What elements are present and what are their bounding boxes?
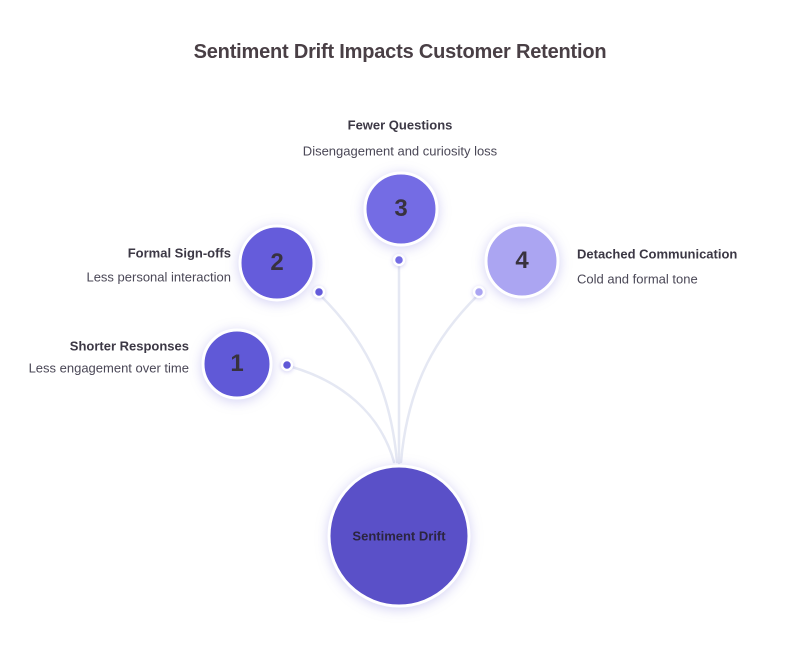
node-description-3: Disengagement and curiosity loss [302, 143, 498, 159]
connector-line-2 [319, 294, 399, 464]
node-number-4: 4 [515, 247, 529, 274]
node-description-2: Less personal interaction [86, 269, 231, 285]
node-label-2: Formal Sign-offs [127, 245, 231, 261]
connector-dot-1 [280, 358, 294, 372]
node-circle-2 [238, 224, 316, 302]
node-label-4: Detached Communication [577, 246, 738, 262]
node-number-1: 1 [230, 350, 244, 377]
node-description-1: Less engagement over time [28, 360, 189, 376]
node-description-4: Cold and formal tone [577, 271, 698, 287]
node-circle-4 [484, 223, 560, 299]
connector-dot-4 [472, 285, 486, 299]
node-label-1: Shorter Responses [69, 338, 189, 354]
node-circle-3 [363, 171, 439, 247]
connector-lines [290, 264, 479, 465]
connector-line-1 [290, 365, 396, 464]
center-circle-label: Sentiment Drift [352, 528, 446, 544]
node-circle-1 [201, 328, 273, 400]
connector-dot-3 [392, 253, 406, 267]
node-number-3: 3 [394, 195, 408, 222]
node-number-2: 2 [270, 249, 284, 276]
diagram-title: Sentiment Drift Impacts Customer Retenti… [193, 41, 607, 63]
node-label-3: Fewer Questions [347, 117, 453, 133]
center-circle [327, 464, 471, 608]
connector-dot-2 [312, 285, 326, 299]
connector-dots [280, 253, 486, 372]
connector-line-4 [399, 294, 479, 464]
